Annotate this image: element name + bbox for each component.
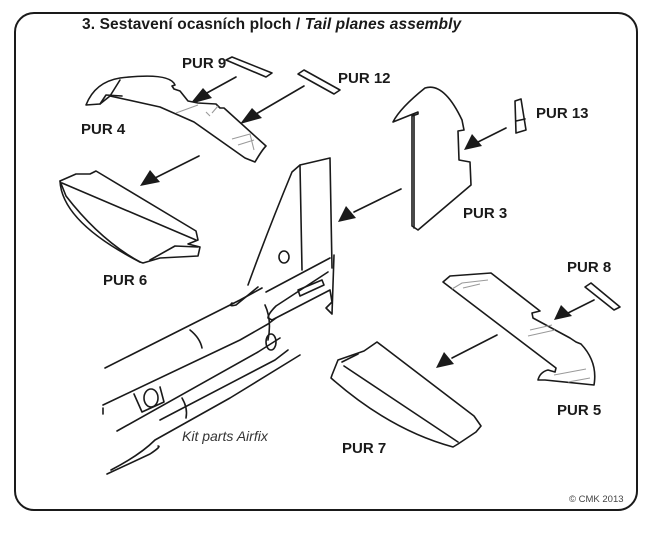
arrow-pur12-to-pur4 — [240, 85, 305, 124]
part-pur7-elevator — [330, 341, 482, 448]
title-english: Tail planes assembly — [304, 16, 462, 33]
label-pur9: PUR 9 — [182, 55, 227, 72]
title-czech: Sestavení ocasních ploch — [99, 16, 292, 33]
part-pur3-rudder — [392, 86, 472, 231]
part-pur4-stabilizer — [85, 75, 267, 163]
part-pur6-elevator — [59, 170, 201, 264]
label-pur6: PUR 6 — [103, 272, 148, 289]
label-pur5: PUR 5 — [557, 402, 602, 419]
step-number: 3. — [82, 16, 96, 33]
label-pur4: PUR 4 — [81, 121, 126, 138]
arrow-pur4-to-pur6 — [140, 155, 200, 186]
arrow-pur8-to-pur5 — [554, 299, 595, 320]
part-pur5-stabilizer — [442, 272, 596, 386]
part-pur9-strip — [225, 56, 273, 78]
part-pur13 — [514, 98, 527, 134]
arrow-pur3-to-fin — [338, 188, 402, 222]
arrow-pur5-to-pur7 — [436, 334, 498, 368]
label-pur13: PUR 13 — [536, 105, 589, 122]
label-pur3: PUR 3 — [463, 205, 508, 222]
copyright: © CMK 2013 — [569, 494, 624, 505]
part-pur12-strip — [297, 69, 341, 95]
part-pur8-strip — [584, 282, 621, 311]
fuselage-kit-parts — [102, 157, 335, 475]
diagram-frame — [14, 12, 638, 511]
label-pur12: PUR 12 — [338, 70, 391, 87]
kit-parts-note: Kit parts Airfix — [182, 428, 268, 444]
page-title: 3. Sestavení ocasních ploch / Tail plane… — [82, 16, 461, 34]
arrow-pur9-to-pur4 — [190, 76, 237, 104]
arrow-pur13-to-pur3 — [464, 127, 507, 150]
label-pur7: PUR 7 — [342, 440, 387, 457]
title-separator: / — [295, 16, 301, 33]
label-pur8: PUR 8 — [567, 259, 612, 276]
